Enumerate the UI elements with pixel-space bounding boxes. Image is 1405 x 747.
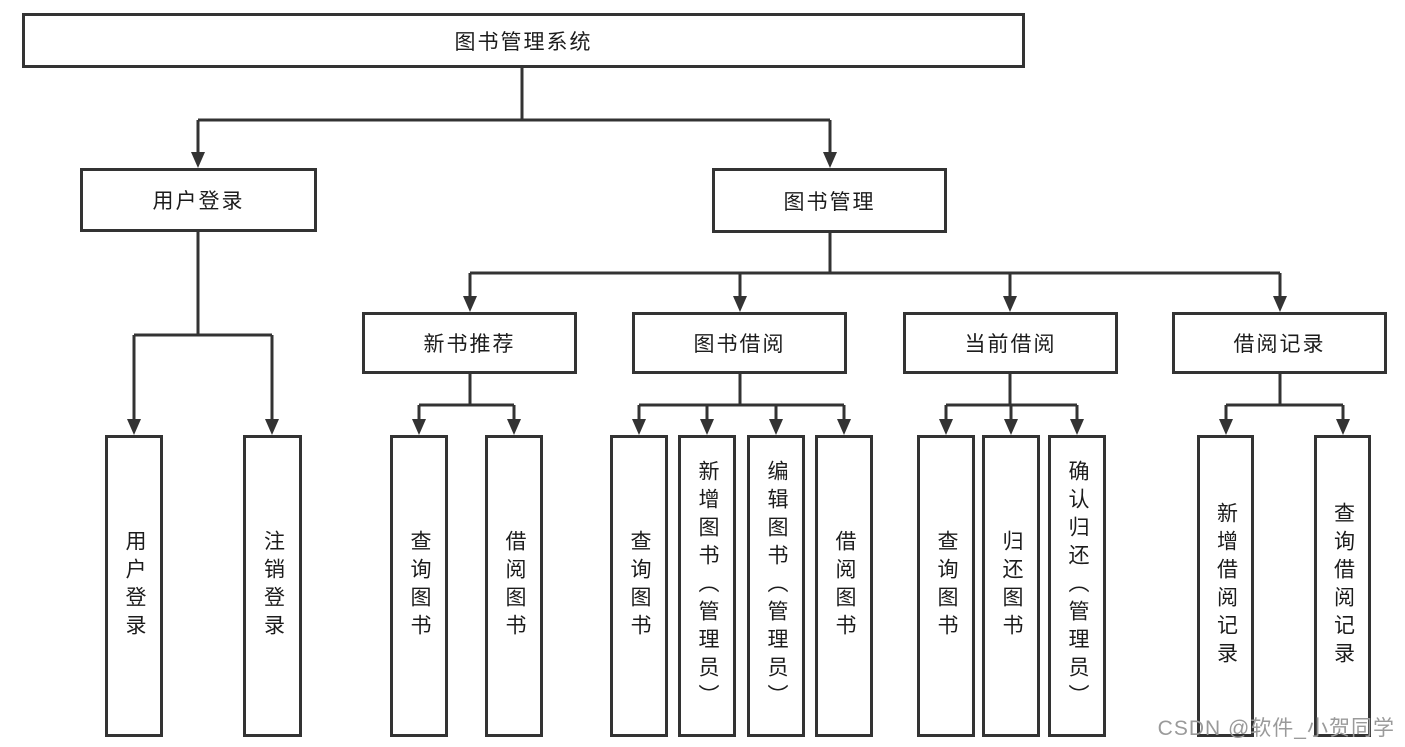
node-label: 新书推荐	[423, 333, 516, 356]
node-label: 图书管理	[783, 190, 876, 214]
node-label: 借阅图书	[503, 530, 526, 642]
node-label: 查询图书	[935, 530, 958, 642]
node-label: 新增借阅记录	[1214, 502, 1238, 670]
node-book-management: 图书管理	[712, 168, 947, 233]
node-user-login: 用户登录	[80, 168, 317, 232]
node-label: 借阅图书	[833, 530, 856, 642]
node-label: 用户登录	[123, 530, 146, 642]
leaf-logout: 注销登录	[243, 435, 302, 737]
leaf-query-borrow-record: 查询借阅记录	[1314, 435, 1371, 737]
node-label: 查询图书	[628, 530, 651, 642]
node-label: 查询借阅记录	[1331, 502, 1355, 670]
node-root-library-system: 图书管理系统	[22, 13, 1025, 68]
leaf-edit-books-admin: 编辑图书（管理员）	[747, 435, 805, 737]
node-borrowing-records: 借阅记录	[1172, 312, 1387, 374]
arrowheads	[127, 152, 1350, 435]
node-label: 查询图书	[408, 530, 431, 642]
leaf-query-books-current: 查询图书	[917, 435, 975, 737]
leaf-add-borrow-record: 新增借阅记录	[1197, 435, 1254, 737]
leaf-borrow-books-recommend: 借阅图书	[485, 435, 543, 737]
leaf-return-books: 归还图书	[982, 435, 1040, 737]
leaf-query-books-recommend: 查询图书	[390, 435, 448, 737]
node-label: 编辑图书（管理员）	[765, 460, 788, 712]
node-label: 图书借阅	[693, 333, 786, 356]
node-new-book-recommend: 新书推荐	[362, 312, 577, 374]
leaf-borrow-books: 借阅图书	[815, 435, 873, 737]
leaf-confirm-return-admin: 确认归还（管理员）	[1048, 435, 1106, 737]
leaf-user-login: 用户登录	[105, 435, 163, 737]
leaf-add-books-admin: 新增图书（管理员）	[678, 435, 736, 737]
node-book-borrowing: 图书借阅	[632, 312, 847, 374]
node-label: 注销登录	[261, 530, 285, 642]
node-label: 图书管理系统	[454, 30, 593, 54]
node-label: 新增图书（管理员）	[696, 460, 719, 712]
node-label: 归还图书	[1000, 530, 1023, 642]
csdn-watermark: CSDN @软件_小贺同学	[1157, 717, 1395, 740]
node-label: 用户登录	[152, 190, 245, 213]
leaf-query-books-borrowing: 查询图书	[610, 435, 668, 737]
node-current-borrowing: 当前借阅	[903, 312, 1118, 374]
node-label: 借阅记录	[1233, 333, 1326, 356]
node-label: 确认归还（管理员）	[1066, 460, 1089, 712]
node-label: 当前借阅	[964, 333, 1057, 356]
